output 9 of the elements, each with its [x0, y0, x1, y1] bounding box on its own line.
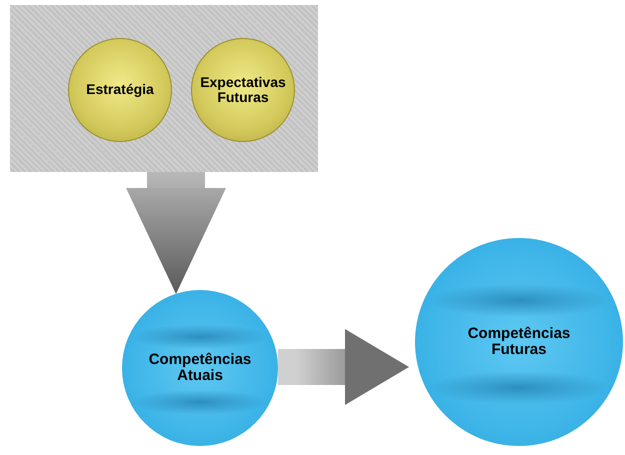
arrow: [278, 329, 409, 405]
node-label: Competências Futuras: [466, 326, 572, 358]
arrow: [126, 172, 226, 294]
node-label: Expectativas Futuras: [199, 74, 287, 106]
panel-box: [10, 5, 318, 172]
node-label: Estratégia: [86, 82, 154, 98]
node-label: Competências Atuais: [148, 352, 252, 384]
circle: [191, 38, 295, 142]
circle: [68, 38, 172, 142]
